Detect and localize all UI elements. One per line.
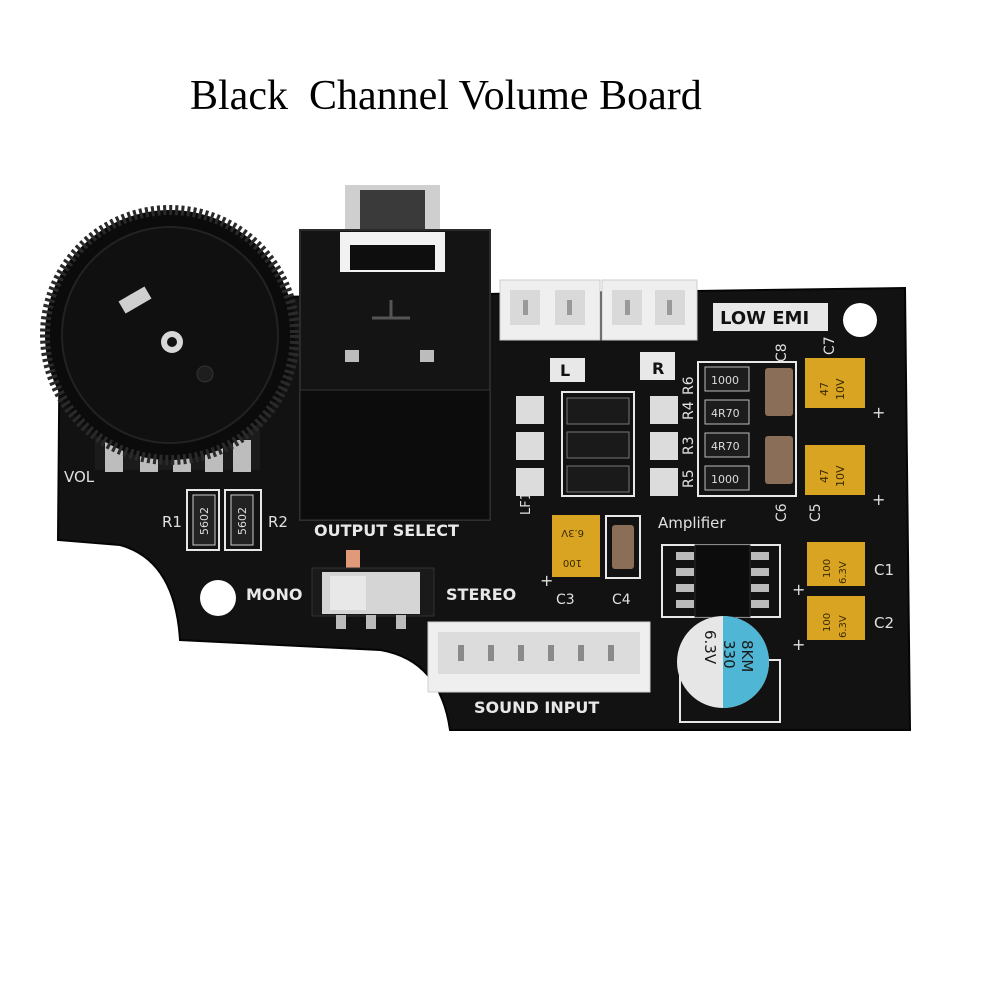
r2-code: 5602 (236, 507, 249, 535)
r2-label: R2 (268, 513, 288, 531)
resistor-r2: 5602 (224, 489, 262, 551)
r3-label: R3 (681, 436, 697, 455)
cap-big-line2: 330 (720, 640, 738, 669)
r1-label: R1 (162, 513, 182, 531)
c3-voltage: 6.3V (561, 527, 584, 538)
c3-plus-label: + (540, 571, 553, 590)
left-channel-label: L (560, 361, 570, 380)
c5-label: C5 (808, 503, 824, 522)
page-title: Black Channel Volume Board (190, 73, 702, 119)
c7-value: 47 (818, 382, 831, 396)
cap-big-line3: 8KM (738, 640, 756, 672)
tantalum-capacitor-c2: 100 6.3V (807, 596, 865, 640)
low-emi-badge (713, 303, 828, 331)
lf1-pads-left (516, 396, 544, 496)
c2-plus-label: + (792, 635, 805, 654)
c5-value: 47 (818, 469, 831, 483)
lf1-pads-right (650, 396, 678, 496)
tantalum-capacitor-c1: 100 6.3V (807, 542, 865, 586)
c1-value: 100 (822, 559, 833, 578)
resistor-r6: 1000 (704, 366, 750, 392)
r5-code: 1000 (711, 473, 739, 486)
c7-voltage: 10V (834, 378, 847, 400)
r4-label: R4 (681, 401, 697, 420)
r6-code: 1000 (711, 374, 739, 387)
mono-stereo-switch (311, 550, 435, 629)
low-emi-label: LOW EMI (720, 308, 809, 329)
audio-jack (299, 185, 491, 521)
tantalum-capacitor-c3: 100 6.3V (552, 515, 600, 577)
r3-code: 4R70 (711, 440, 740, 453)
mono-label: MONO (246, 585, 303, 604)
c7-label: C7 (822, 336, 838, 355)
c1-voltage: 6.3V (838, 561, 849, 584)
lf1-filter-chips (561, 391, 635, 497)
amplifier-label: Amplifier (658, 514, 726, 532)
r6-label: R6 (681, 376, 697, 395)
c4-label: C4 (612, 592, 631, 608)
resistor-r4: 4R70 (704, 399, 750, 425)
electrolytic-capacitor: 6.3V 330 8KM (677, 616, 781, 723)
c5-plus-label: + (872, 490, 885, 509)
c1-plus-label: + (792, 580, 805, 599)
stereo-label: STEREO (446, 585, 516, 604)
resistor-r5: 1000 (704, 465, 750, 491)
ceramic-capacitor-c8 (765, 368, 793, 416)
ceramic-capacitor-c6 (765, 436, 793, 484)
mounting-hole-left (200, 580, 236, 616)
r5-label: R5 (681, 469, 697, 488)
c5-voltage: 10V (834, 465, 847, 487)
c2-voltage: 6.3V (838, 615, 849, 638)
r4-code: 4R70 (711, 407, 740, 420)
connector-left (499, 279, 601, 341)
vol-label: VOL (64, 468, 95, 486)
c3-label: C3 (556, 592, 575, 608)
resistor-r1: 5602 (186, 489, 220, 551)
sound-input-connector (427, 621, 651, 693)
tantalum-capacitor-c5: 47 10V (805, 445, 865, 495)
ceramic-capacitor-c4 (605, 515, 641, 579)
c1-label: C1 (874, 561, 894, 579)
c2-value: 100 (822, 613, 833, 632)
c3-value: 100 (563, 557, 582, 568)
sound-input-label: SOUND INPUT (474, 698, 599, 717)
amplifier-ic (661, 544, 781, 618)
r1-code: 5602 (198, 507, 211, 535)
resistor-r3: 4R70 (704, 432, 750, 458)
right-channel-label: R (652, 359, 664, 378)
output-select-label: OUTPUT SELECT (314, 521, 459, 540)
mounting-hole-top-right (843, 303, 877, 337)
volume-potentiometer-wheel (40, 205, 300, 472)
c8-label: C8 (774, 343, 790, 362)
connector-right (601, 279, 698, 341)
tantalum-capacitor-c7: 47 10V (805, 358, 865, 408)
c7-plus-label: + (872, 403, 885, 422)
c6-label: C6 (774, 503, 790, 522)
cap-big-line1: 6.3V (701, 630, 719, 665)
lf1-label: LF1 (519, 492, 534, 515)
c2-label: C2 (874, 614, 894, 632)
